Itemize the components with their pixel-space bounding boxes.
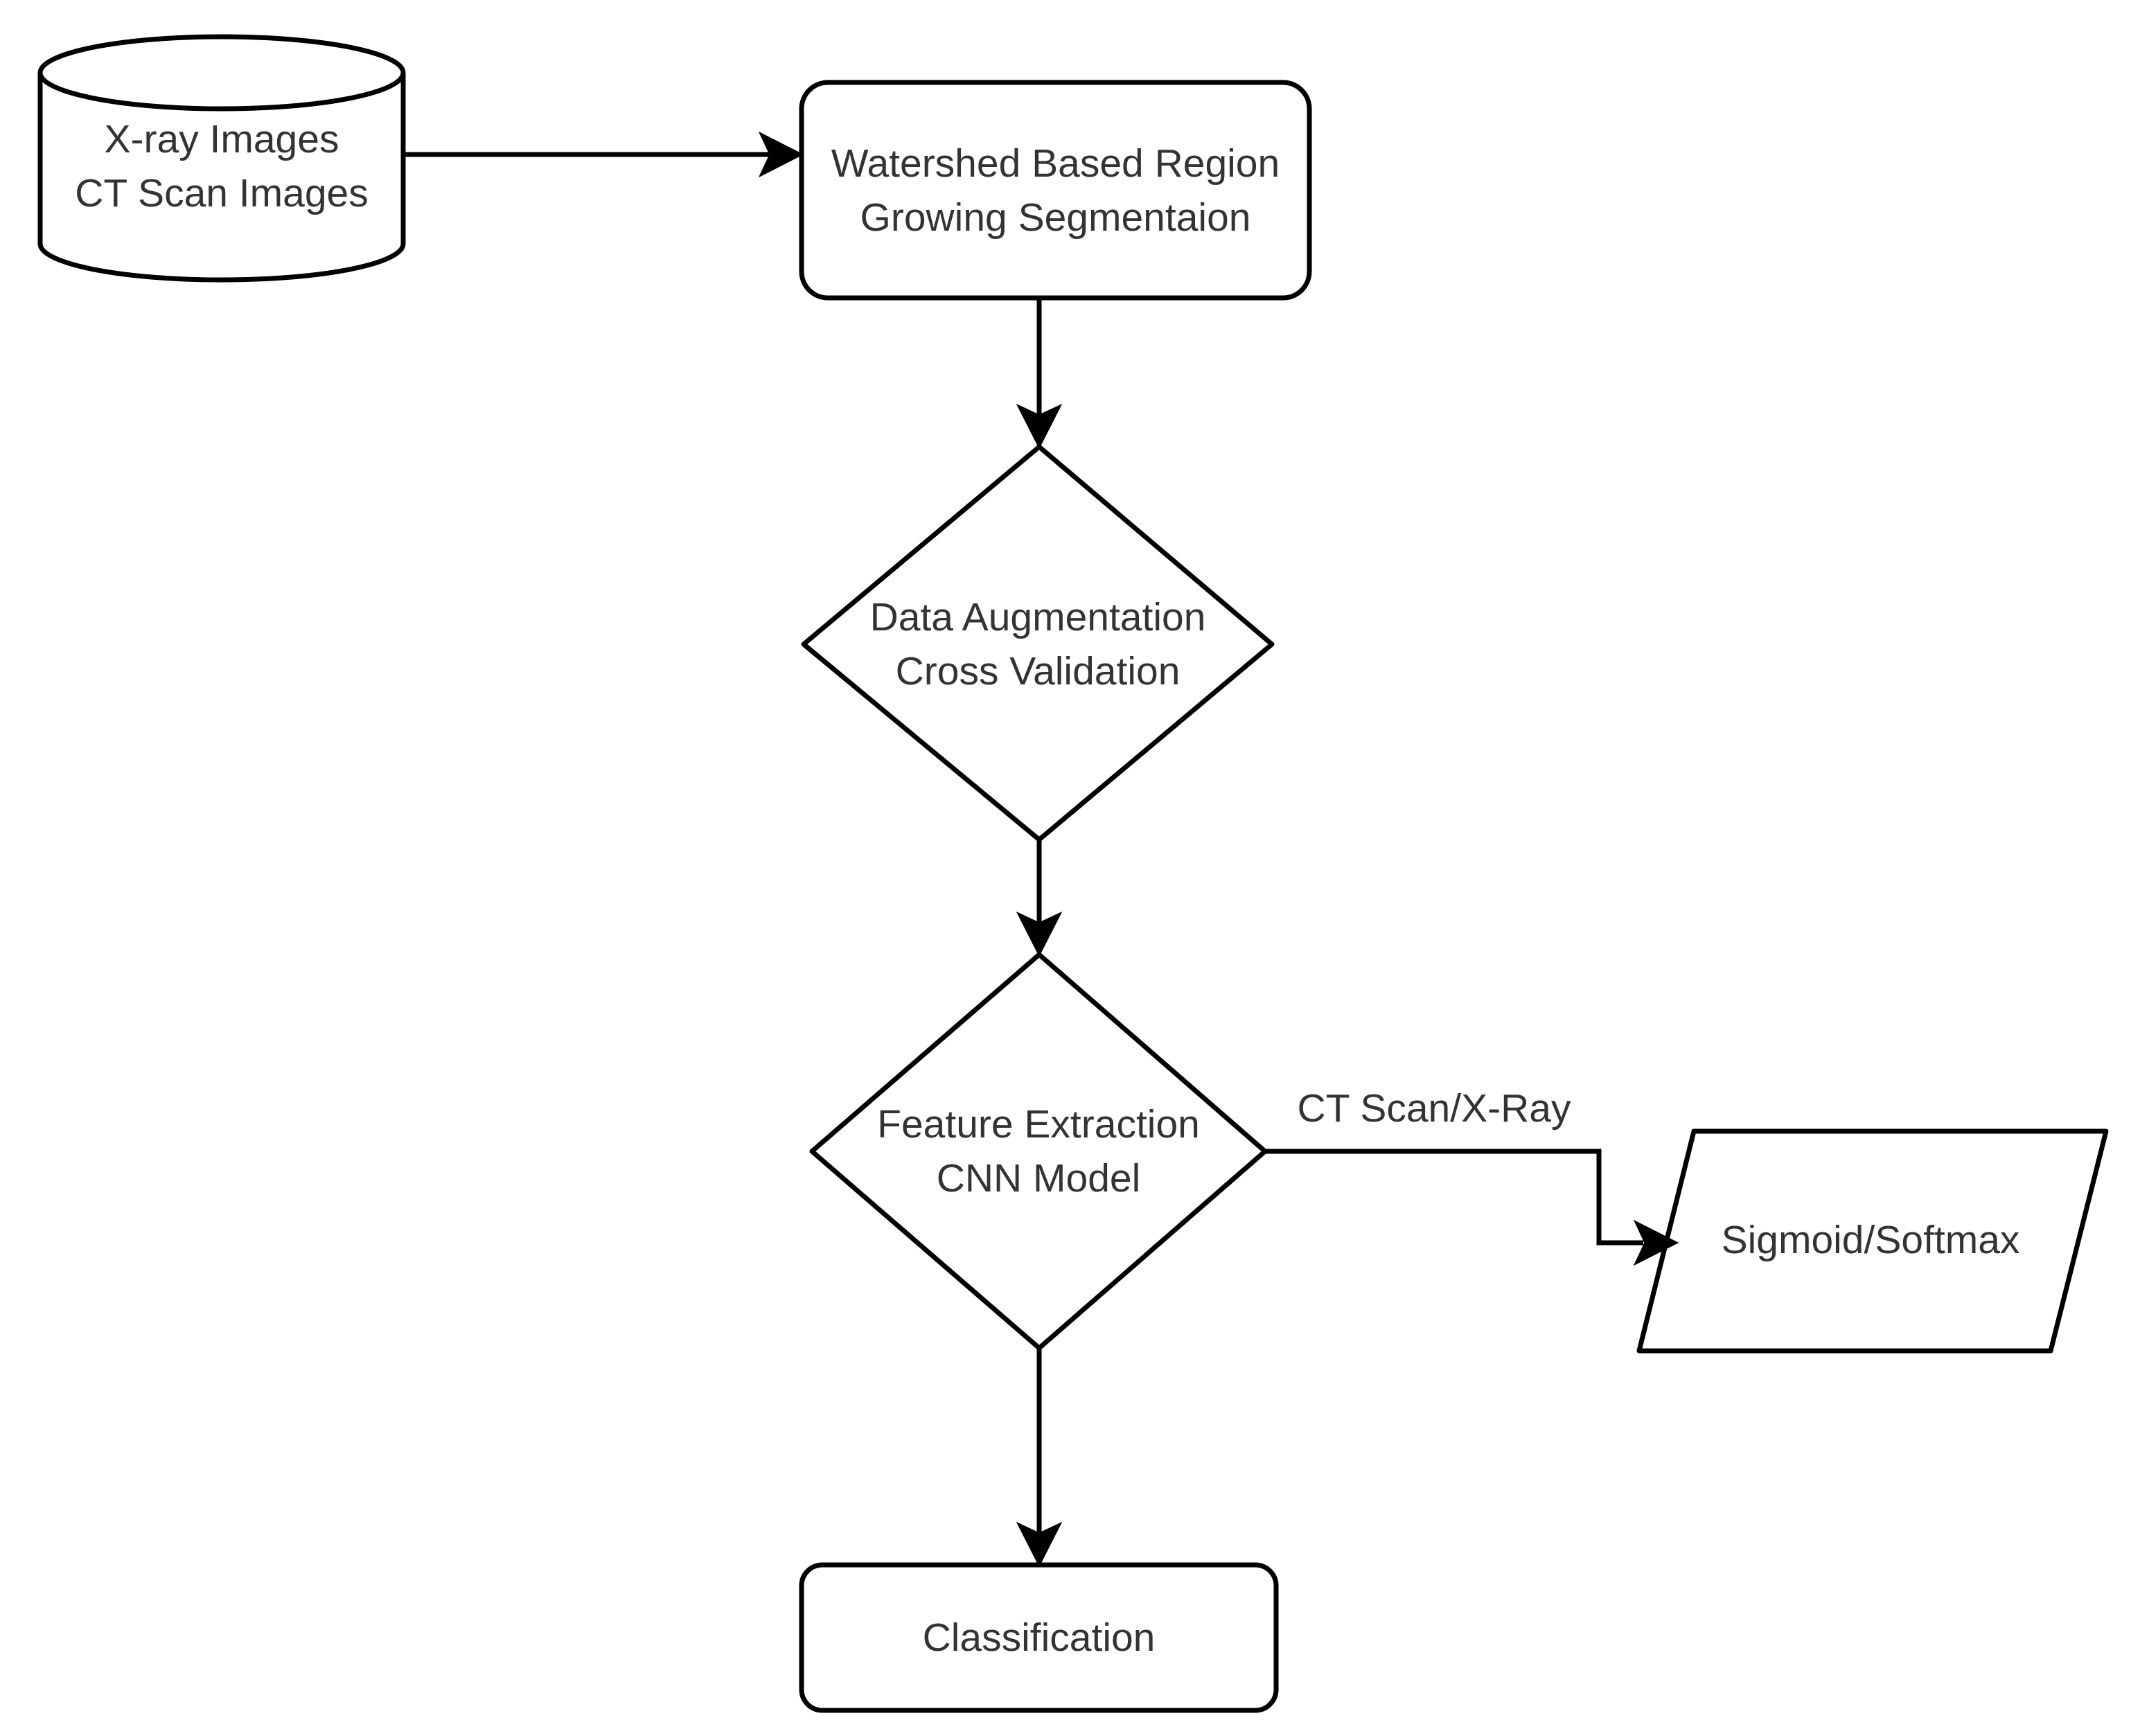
feature-line-1: Feature Extraction — [877, 1102, 1200, 1146]
input-line-2: CT Scan Images — [75, 171, 369, 215]
augmentation-line-1: Data Augmentation — [869, 595, 1206, 639]
activation-label: Sigmoid/Softmax — [1721, 1218, 2020, 1262]
activation-output-node — [1636, 1128, 2109, 1354]
edge-label-ct-scan-xray: CT Scan/X-Ray — [1297, 1086, 1571, 1131]
classification-label: Classification — [922, 1615, 1156, 1660]
input-datastore-label: X-ray Images CT Scan Images — [40, 100, 403, 232]
augmentation-line-2: Cross Validation — [895, 649, 1181, 693]
input-line-1: X-ray Images — [104, 117, 339, 161]
edge-input-to-segmentation — [403, 131, 804, 178]
feature-line-2: CNN Model — [936, 1156, 1141, 1201]
feature-extraction-label: Feature Extraction CNN Model — [812, 1072, 1265, 1231]
segmentation-line-1: Watershed Based Region — [831, 141, 1280, 186]
edge-augmentation-to-feature — [1016, 840, 1063, 957]
edge-feature-to-activation — [1265, 1149, 1679, 1266]
edge-feature-to-classification — [1016, 1348, 1063, 1568]
augmentation-label: Data Augmentation Cross Validation — [804, 565, 1272, 724]
segmentation-label: Watershed Based Region Growing Segmentai… — [802, 111, 1309, 270]
input-datastore-node — [37, 34, 406, 283]
segmentation-line-2: Growing Segmentaion — [860, 195, 1251, 240]
edge-segmentation-to-augmentation — [1016, 298, 1063, 450]
segmentation-process-node — [799, 80, 1312, 301]
